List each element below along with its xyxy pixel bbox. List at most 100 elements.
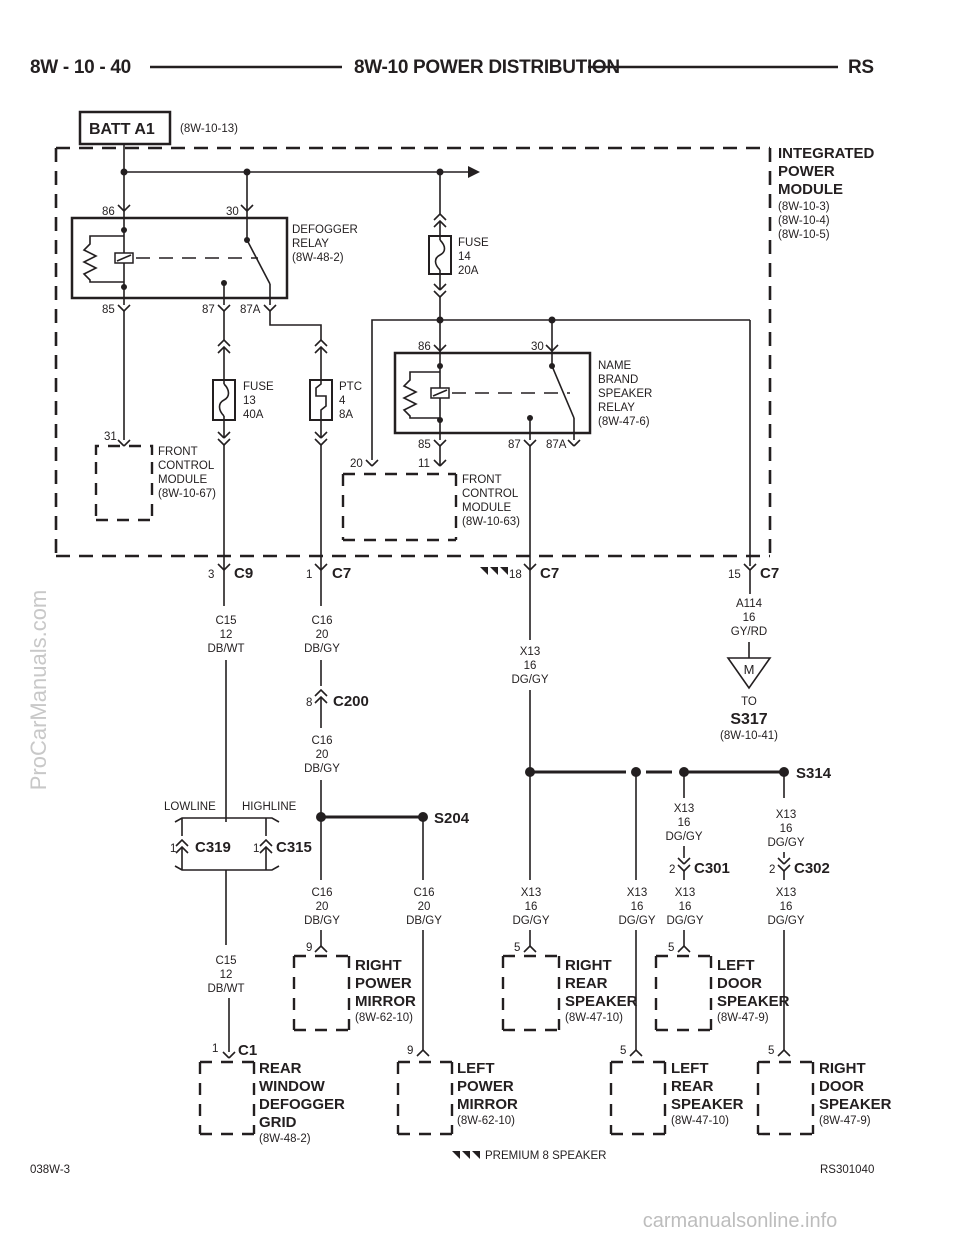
fuse14-label-3: 20A <box>458 265 479 277</box>
x13g-label-3: DG/GY <box>767 915 804 927</box>
ptc4-label-3: 8A <box>339 409 353 421</box>
fcm2-label-3: MODULE <box>462 502 512 514</box>
left-mirror-label-2: POWER <box>457 1078 514 1095</box>
c315-name: C315 <box>276 839 312 856</box>
lr-speaker-label-2: REAR <box>671 1078 714 1095</box>
rr-speaker-pin: 5 <box>514 942 520 954</box>
ipm-label-2: POWER <box>778 163 835 180</box>
defogger-grid-label-3: DEFOGGER <box>259 1096 345 1113</box>
defogger-relay <box>70 204 289 312</box>
speaker-relay-pin-85: 85 <box>418 439 431 451</box>
ptc4-label-1: PTC <box>339 381 362 393</box>
defogger-relay-label-1: DEFOGGER <box>292 224 358 236</box>
fuse13-label-2: 13 <box>243 395 256 407</box>
speaker-relay-pin-30: 30 <box>531 341 544 353</box>
batt-a1-ref: (8W-10-13) <box>180 123 238 135</box>
left-mirror-label-1: LEFT <box>457 1060 495 1077</box>
s314-label: S314 <box>796 765 832 782</box>
a114-label-3: GY/RD <box>731 626 767 638</box>
batt-a1-label: BATT A1 <box>89 121 155 138</box>
fcm2-pin-20: 20 <box>350 458 363 470</box>
footer-left: 038W-3 <box>30 1164 70 1176</box>
fuse-13 <box>212 311 236 446</box>
x13d-label-3: DG/GY <box>512 915 549 927</box>
x13d-label-1: X13 <box>521 887 541 899</box>
c15-label-3: DB/WT <box>207 643 244 655</box>
option-bracket-bottom <box>174 865 280 871</box>
fuse14-label-2: 14 <box>458 251 471 263</box>
left-mirror-ref: (8W-62-10) <box>457 1115 515 1127</box>
speaker-relay-pin-87: 87 <box>508 439 521 451</box>
s204-label: S204 <box>434 810 470 827</box>
speaker-relay-label-1: NAME <box>598 360 632 372</box>
defogger-grid-label-4: GRID <box>259 1114 297 1131</box>
page-title: 8W-10 POWER DISTRIBUTION <box>354 57 620 78</box>
rr-speaker-label-1: RIGHT <box>565 957 612 974</box>
ptc-4 <box>269 311 333 446</box>
c315-pin: 1 <box>253 843 259 855</box>
c16b-label-3: DB/GY <box>304 763 340 775</box>
left-rear-speaker <box>609 1060 667 1136</box>
fcm1-label-4: (8W-10-67) <box>158 488 216 500</box>
ipm-ref-2: (8W-10-4) <box>778 215 830 227</box>
c15-label-1: C15 <box>215 615 236 627</box>
x13b-label-1: X13 <box>674 803 694 815</box>
defogger-grid-ref: (8W-48-2) <box>259 1133 311 1145</box>
c1-pin: 1 <box>212 1043 218 1055</box>
front-control-module-1 <box>94 444 154 522</box>
ld-speaker-label-2: DOOR <box>717 975 762 992</box>
speaker-relay-label-3: SPEAKER <box>598 388 652 400</box>
speaker-relay <box>393 344 592 447</box>
fcm2-label-1: FRONT <box>462 474 502 486</box>
ipm-label-1: INTEGRATED <box>778 145 875 162</box>
right-mirror-label-2: POWER <box>355 975 412 992</box>
lr-speaker-label-1: LEFT <box>671 1060 709 1077</box>
page-number: 8W - 10 - 40 <box>30 57 131 78</box>
c15b-label-2: 12 <box>220 969 233 981</box>
c302-pin: 2 <box>769 864 775 876</box>
fuse13-label-1: FUSE <box>243 381 274 393</box>
ipm-label-3: MODULE <box>778 181 843 198</box>
bus-arrow <box>468 166 480 178</box>
x13e-label-1: X13 <box>627 887 647 899</box>
c7a-name: C7 <box>332 565 351 582</box>
defogger-pin-85: 85 <box>102 304 115 316</box>
fuse13-label-3: 40A <box>243 409 264 421</box>
lr-speaker-label-3: SPEAKER <box>671 1096 744 1113</box>
right-mirror-pin: 9 <box>306 942 312 954</box>
c16d-label-1: C16 <box>413 887 434 899</box>
c7b-pin: 18 <box>509 569 522 581</box>
x13f-label-3: DG/GY <box>666 915 703 927</box>
x13g-label-1: X13 <box>776 887 796 899</box>
rr-speaker-ref: (8W-47-10) <box>565 1012 623 1024</box>
x13c-label-1: X13 <box>776 809 796 821</box>
integrated-power-module-boundary <box>54 146 772 558</box>
right-mirror-ref: (8W-62-10) <box>355 1012 413 1024</box>
defogger-pin-30: 30 <box>226 206 239 218</box>
c302-name: C302 <box>794 860 830 877</box>
c7a-pin: 1 <box>306 569 312 581</box>
defogger-relay-label-3: (8W-48-2) <box>292 252 344 264</box>
c16b-label-1: C16 <box>311 735 332 747</box>
x13e-label-3: DG/GY <box>618 915 655 927</box>
c319-pin: 1 <box>170 843 176 855</box>
defogger-grid-label-1: REAR <box>259 1060 302 1077</box>
defogger-pin-86: 86 <box>102 206 115 218</box>
ld-speaker-label-3: SPEAKER <box>717 993 790 1010</box>
x13c-label-3: DG/GY <box>767 837 804 849</box>
x13d-label-2: 16 <box>525 901 538 913</box>
left-power-mirror <box>396 1060 454 1136</box>
c7c-pin: 15 <box>728 569 741 581</box>
c16-label-3: DB/GY <box>304 643 340 655</box>
bottom-watermark: carmanualsonline.info <box>643 1210 838 1232</box>
x13b-label-2: 16 <box>678 817 691 829</box>
fcm1-label-1: FRONT <box>158 446 198 458</box>
ground-ref: (8W-10-41) <box>720 730 778 742</box>
c16b-label-2: 20 <box>316 749 329 761</box>
rd-speaker-label-3: SPEAKER <box>819 1096 892 1113</box>
c16c-label-2: 20 <box>316 901 329 913</box>
fcm2-label-4: (8W-10-63) <box>462 516 520 528</box>
rd-speaker-ref: (8W-47-9) <box>819 1115 871 1127</box>
lowline-label: LOWLINE <box>164 801 216 813</box>
x13f-label-2: 16 <box>679 901 692 913</box>
